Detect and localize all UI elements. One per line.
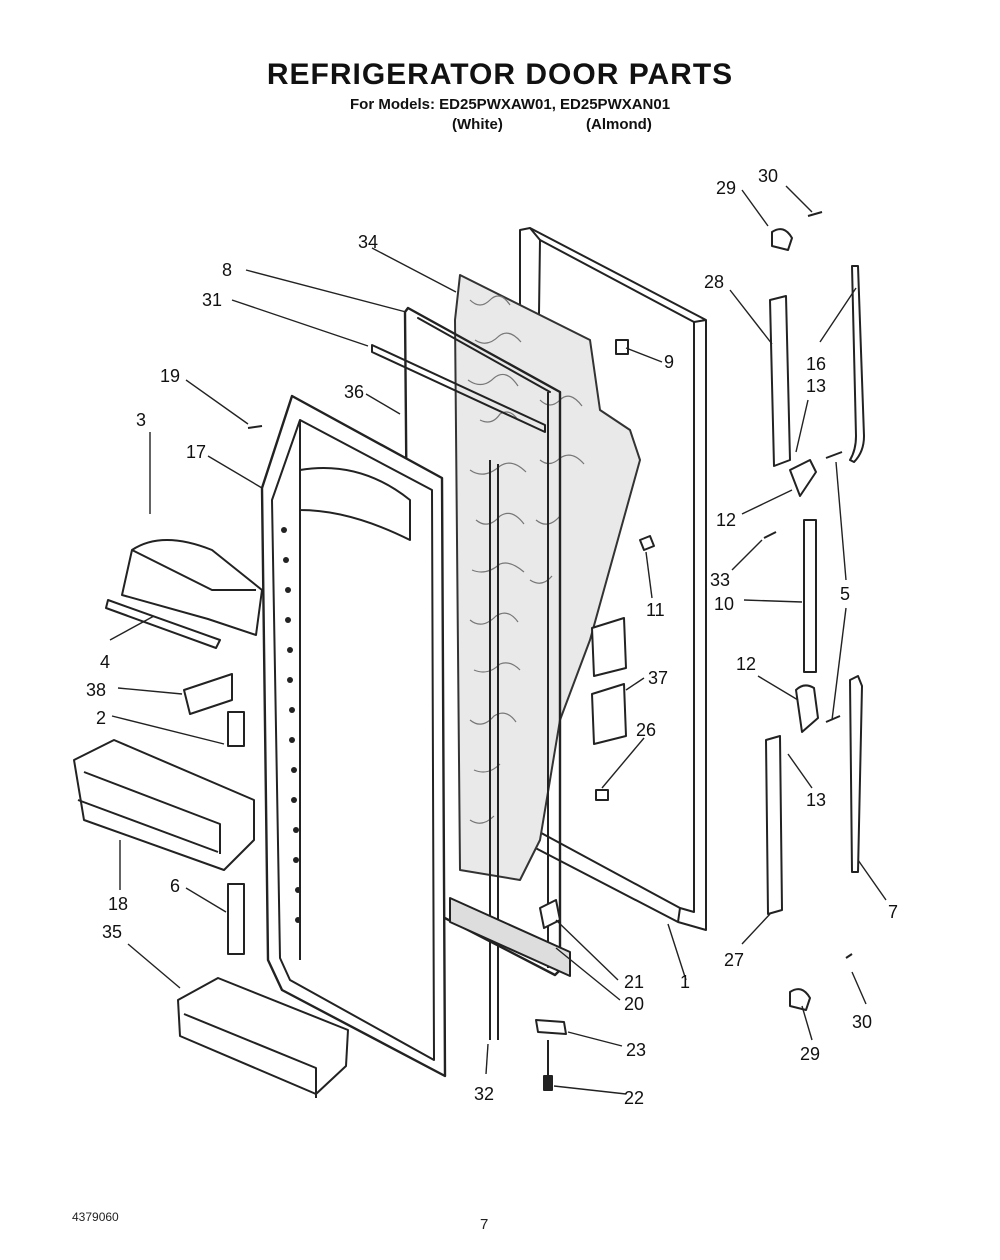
- callout-9: 9: [664, 352, 674, 372]
- color-white-label: (White): [452, 116, 503, 133]
- color-almond-label: (Almond): [586, 116, 652, 133]
- callout-11: 11: [646, 600, 665, 620]
- callout-5: 5: [840, 584, 850, 604]
- callout-30-top: 30: [758, 166, 778, 186]
- callout-8: 8: [222, 260, 232, 280]
- callout-10: 10: [714, 594, 734, 614]
- document-number: 4379060: [72, 1210, 119, 1224]
- callout-38: 38: [86, 680, 106, 700]
- callout-29-bottom: 29: [800, 1044, 820, 1064]
- callout-27: 27: [724, 950, 744, 970]
- callout-18: 18: [108, 894, 128, 914]
- page-title: REFRIGERATOR DOOR PARTS: [266, 58, 734, 91]
- bottom-hinge-assembly: [449, 897, 571, 1091]
- door-bin-large: [73, 739, 255, 871]
- callout-7: 7: [888, 902, 898, 922]
- callout-23: 23: [626, 1040, 646, 1060]
- callout-12-bottom: 12: [736, 654, 756, 674]
- callout-12-top: 12: [716, 510, 736, 530]
- callout-16: 16: [806, 354, 826, 374]
- callout-37: 37: [648, 668, 668, 688]
- page-number: 7: [480, 1216, 489, 1233]
- shelf-brackets: [183, 673, 245, 955]
- callout-20: 20: [624, 994, 644, 1014]
- callout-31: 31: [202, 290, 222, 310]
- dairy-compartment-door: [105, 539, 263, 649]
- callout-6: 6: [170, 876, 180, 896]
- callout-19: 19: [160, 366, 180, 386]
- fasteners-and-small-parts: [247, 211, 853, 1011]
- callout-13-top: 13: [806, 376, 826, 396]
- callout-29-top: 29: [716, 178, 736, 198]
- callout-labels: 34 8 31 19 36 3 17 4 38 2 18 6 35 32 22 …: [86, 166, 898, 1108]
- callout-13-bottom: 13: [806, 790, 826, 810]
- callout-3: 3: [136, 410, 146, 430]
- callout-21: 21: [624, 972, 644, 992]
- callout-33: 33: [710, 570, 730, 590]
- callout-28: 28: [704, 272, 724, 292]
- callout-4: 4: [100, 652, 110, 672]
- callout-35: 35: [102, 922, 122, 942]
- door-bin-small: [177, 977, 349, 1098]
- callout-30-bottom: 30: [852, 1012, 872, 1032]
- callout-32: 32: [474, 1084, 494, 1104]
- callout-2: 2: [96, 708, 106, 728]
- inner-door-liner: [260, 394, 447, 1078]
- leader-lines: [109, 185, 887, 1095]
- door-handle-parts: [765, 265, 865, 915]
- callout-1: 1: [680, 972, 690, 992]
- model-numbers: For Models: ED25PWXAW01, ED25PWXAN01: [350, 96, 671, 113]
- callout-22: 22: [624, 1088, 644, 1108]
- callout-34: 34: [358, 232, 378, 252]
- callout-26: 26: [636, 720, 656, 740]
- callout-17: 17: [186, 442, 206, 462]
- callout-36: 36: [344, 382, 364, 402]
